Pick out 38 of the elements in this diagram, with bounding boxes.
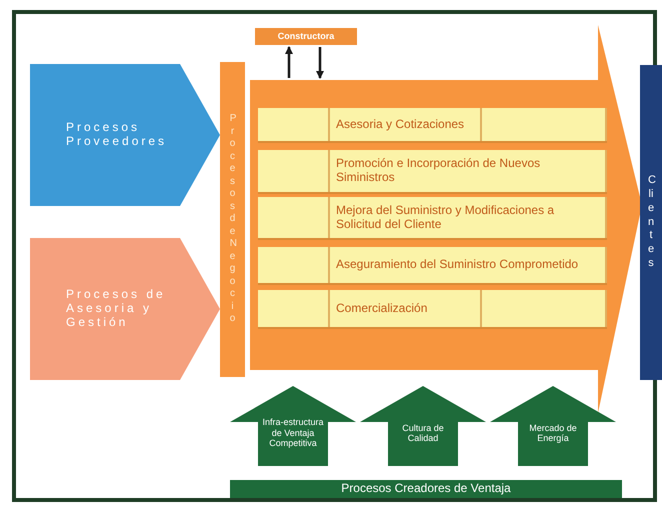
process-label: Mejora del Suministro y Modificaciones a Solicitud del Cliente — [336, 204, 556, 232]
process-label: Aseguramiento del Suministro Comprometido — [336, 258, 578, 272]
process-box — [330, 197, 607, 238]
process-bar — [220, 62, 245, 377]
process-label: Asesoria y Cotizaciones — [336, 118, 464, 132]
pillar-panel — [490, 386, 616, 466]
process-bar — [230, 480, 622, 498]
process-box — [255, 28, 357, 45]
pillar-panel — [230, 386, 356, 466]
process-box — [482, 108, 607, 141]
process-label: Infra-estructura de Ventaja Competitiva — [261, 417, 325, 449]
process-label: Procesos Creadores de Ventaja — [341, 482, 511, 496]
process-box — [482, 290, 607, 327]
process-panel — [30, 238, 220, 380]
process-panel — [250, 25, 642, 413]
process-box — [258, 108, 330, 141]
vertical-label: Clientes — [648, 174, 654, 271]
pillar-panel — [360, 386, 486, 466]
process-label: Promoción e Incorporación de Nuevos Siministros — [336, 157, 542, 185]
process-label: Mercado de Energía — [528, 422, 578, 444]
process-box — [330, 247, 607, 283]
process-panel — [30, 64, 220, 206]
process-box — [330, 290, 482, 327]
process-box — [258, 150, 330, 192]
process-box — [330, 150, 607, 192]
process-box — [330, 108, 482, 141]
process-label: Procesos Proveedores — [66, 121, 168, 149]
process-box — [258, 197, 330, 238]
process-box — [258, 247, 330, 283]
arrow — [316, 47, 324, 79]
vertical-label: Procesos de Negocio — [230, 113, 236, 326]
process-label: Procesos de Asesoria y Gestión — [66, 288, 167, 330]
arrow — [285, 46, 293, 78]
process-label: Constructora — [278, 31, 334, 42]
process-label: Cultura de Calidad — [401, 422, 445, 444]
process-label: Comercialización — [336, 302, 428, 316]
process-bar — [640, 65, 662, 380]
process-box — [258, 290, 330, 327]
